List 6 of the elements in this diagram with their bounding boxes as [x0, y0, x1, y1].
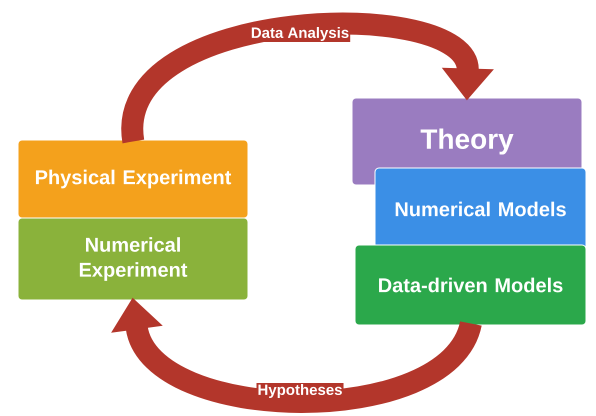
process-box: Physical Experiment: [18, 140, 248, 218]
edge-label: Hypotheses: [256, 383, 344, 399]
process-box: Numerical Models: [374, 168, 586, 250]
edge-label: Data Analysis: [250, 26, 350, 42]
process-box: Numerical Experiment: [18, 218, 248, 300]
process-box: Data-driven Models: [354, 244, 586, 326]
